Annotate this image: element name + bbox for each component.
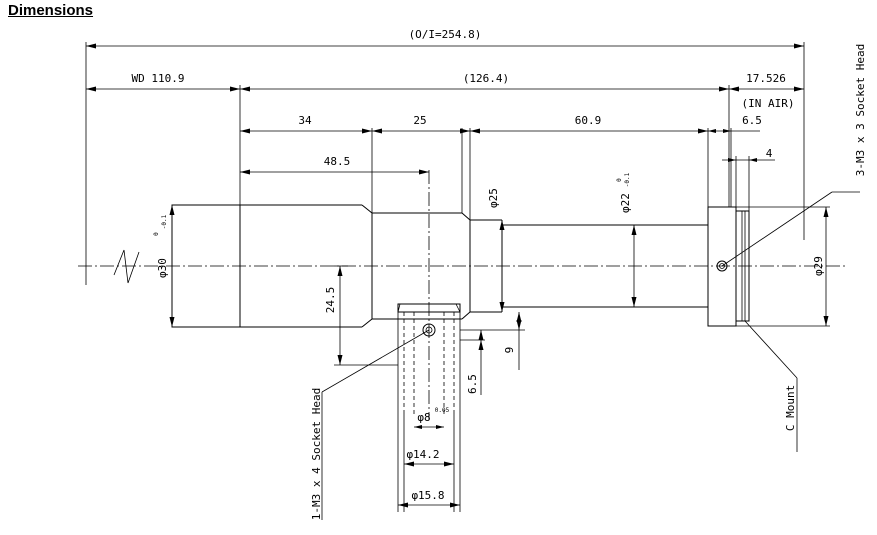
dim-back-focus: 17.526 [746,72,786,85]
socket-screw-right [716,260,728,272]
dim-vertical-9: 9 [503,347,516,354]
extension-lines [85,42,830,512]
side-mount-boss [397,170,461,420]
dim-segment-6-5: 6.5 [742,114,762,127]
dim-overall-length: (O/I=254.8) [409,28,482,41]
dim-diameter-14-2: φ14.2 [406,448,439,461]
dim-diameter-30-tol-upper: 0 [153,232,160,236]
dim-diameter-29: φ29 [812,256,825,276]
dim-diameter-22-tol-upper: 0 [616,178,623,182]
dim-segment-4: 4 [766,147,773,160]
dim-diameter-8: φ8 [417,411,430,424]
dim-height-24-5: 24.5 [324,287,337,314]
dim-working-distance: WD 110.9 [132,72,185,85]
leader-lines [321,191,860,520]
dim-body-length: (126.4) [463,72,509,85]
dim-in-air-label: (IN AIR) [742,97,795,110]
dim-diameter-30: φ30 [156,258,169,278]
dim-vertical-6-5: 6.5 [466,374,479,394]
callout-screw-right: 3-M3 x 3 Socket Head [854,44,867,176]
dim-diameter-8-tol: 0.05 [435,407,450,414]
dim-diameter-22-tol-lower: -0.1 [624,172,631,187]
callout-c-mount: C Mount [784,385,797,431]
callout-screw-left: 1-M3 x 4 Socket Head [310,388,323,520]
dim-segment-25: 25 [413,114,426,127]
dimension-lines [86,43,829,508]
dim-diameter-30-tol-lower: -0.1 [161,214,168,229]
dim-diameter-25: φ25 [487,188,500,208]
socket-screw-left [422,323,436,337]
dim-segment-60-9: 60.9 [575,114,602,127]
page-title: Dimensions [8,2,94,19]
dim-length-48-5: 48.5 [324,155,351,168]
dim-diameter-15-8: φ15.8 [411,489,444,502]
dim-segment-34: 34 [298,114,312,127]
wd-break-symbol [113,249,140,284]
dim-diameter-22: φ22 [619,193,632,213]
